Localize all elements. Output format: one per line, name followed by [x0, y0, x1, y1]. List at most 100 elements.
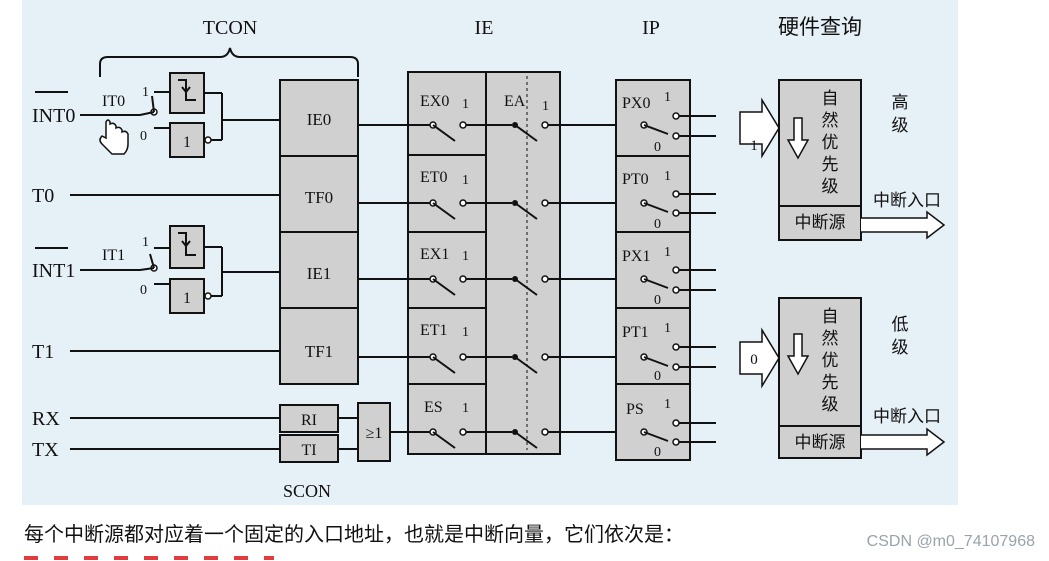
- high-output-arrow: [861, 210, 946, 240]
- low-output-arrow: [861, 427, 946, 457]
- svg-text:级: 级: [892, 338, 909, 357]
- falling-edge-icon: [178, 79, 196, 101]
- svg-text:TI: TI: [301, 442, 316, 459]
- flag-ti: [279, 434, 339, 463]
- svg-text:PT1: PT1: [622, 324, 649, 341]
- svg-text:1: 1: [664, 397, 671, 412]
- input-tx: TX: [32, 439, 59, 461]
- ip-switch-row-0: [640, 112, 716, 140]
- ie-bit-et0: ET0: [420, 169, 448, 186]
- it0-zero: 0: [140, 129, 147, 144]
- svg-text:级: 级: [822, 395, 839, 414]
- ie-switch-row-1: [408, 199, 616, 220]
- low-input-arrow: [739, 327, 780, 389]
- int1-level-one: 1: [183, 290, 191, 307]
- tcon-brace: [99, 47, 359, 77]
- it1-zero: 0: [140, 283, 147, 298]
- svg-text:1: 1: [664, 169, 671, 184]
- ip-switch-row-1: [640, 190, 716, 217]
- svg-text:1: 1: [462, 173, 469, 188]
- ie-bit-ea: EA: [504, 93, 526, 110]
- ie-register-block: [407, 71, 561, 455]
- int1-level-trigger: [169, 278, 205, 314]
- interrupt-system-diagram: TCON IE IP 硬件查询 INT0 T0 INT1 T1 RX TX IT…: [32, 15, 946, 501]
- cropped-red-text-fragment: [24, 556, 274, 560]
- ie-bit-es: ES: [424, 399, 443, 416]
- flag-tf0: [279, 155, 359, 233]
- svg-text:0: 0: [654, 369, 661, 384]
- high-input-arrow: [739, 97, 780, 159]
- svg-text:1: 1: [664, 245, 671, 260]
- ie-switch-row-2: [408, 275, 616, 296]
- svg-text:1: 1: [664, 90, 671, 105]
- input-int0: INT0: [32, 105, 75, 127]
- input-int1: INT1: [32, 260, 75, 282]
- ie-switch-row-4: [408, 428, 616, 449]
- svg-text:级: 级: [822, 177, 839, 196]
- svg-text:自: 自: [822, 307, 839, 326]
- svg-text:IE0: IE0: [307, 110, 332, 129]
- svg-text:TF0: TF0: [305, 188, 333, 207]
- low-arrow-value: 0: [750, 352, 758, 368]
- svg-text:先: 先: [822, 155, 839, 174]
- diagram-panel: TCON IE IP 硬件查询 INT0 T0 INT1 T1 RX TX IT…: [22, 0, 958, 505]
- scon-label: SCON: [283, 481, 331, 501]
- down-arrow-icon: [786, 117, 810, 160]
- svg-text:1: 1: [462, 401, 469, 416]
- high-interrupt-source: 中断源: [795, 213, 846, 232]
- int0-level-one: 1: [183, 134, 191, 151]
- low-entry-label: 中断入口: [873, 407, 941, 426]
- flag-ri: [279, 404, 339, 433]
- hand-cursor-icon: [99, 119, 129, 155]
- svg-text:0: 0: [654, 293, 661, 308]
- input-t0: T0: [32, 185, 54, 207]
- it1-switch-arm: [149, 253, 155, 269]
- svg-text:优: 优: [822, 133, 839, 152]
- ip-switch-row-3: [640, 343, 716, 371]
- ip-switch-row-4: [640, 419, 716, 446]
- int0-level-trigger: [169, 122, 205, 158]
- svg-text:然: 然: [822, 111, 839, 130]
- or-gate: [357, 402, 391, 462]
- flag-ie1: [279, 231, 359, 309]
- svg-text:1: 1: [542, 99, 549, 114]
- ie-label: IE: [475, 17, 494, 39]
- svg-text:0: 0: [654, 445, 661, 460]
- svg-text:自: 自: [822, 89, 839, 108]
- ip-label: IP: [642, 17, 660, 39]
- svg-text:≥1: ≥1: [366, 425, 383, 442]
- it0-switch-arm: [151, 95, 155, 113]
- ie-bit-et1: ET1: [420, 322, 448, 339]
- high-priority-query-box: [778, 79, 862, 241]
- ie-bit-ex1: EX1: [420, 246, 449, 263]
- it1-label: IT1: [102, 247, 125, 264]
- high-entry-label: 中断入口: [873, 191, 941, 210]
- ip-switch-row-2: [640, 266, 716, 294]
- svg-text:0: 0: [654, 217, 661, 232]
- caption-text: 每个中断源都对应着一个固定的入口地址，也就是中断向量，它们依次是：: [24, 522, 684, 546]
- ie-bit-ex0: EX0: [420, 93, 449, 110]
- it0-label: IT0: [102, 93, 125, 110]
- watermark: CSDN @m0_74107968: [866, 533, 1035, 550]
- it0-one: 1: [142, 85, 149, 100]
- svg-text:然: 然: [822, 329, 839, 348]
- input-rx: RX: [32, 408, 60, 430]
- svg-text:0: 0: [654, 140, 661, 155]
- svg-text:PX1: PX1: [622, 248, 650, 265]
- tcon-label: TCON: [203, 17, 257, 39]
- it1-one: 1: [142, 235, 149, 250]
- svg-text:TF1: TF1: [305, 342, 333, 361]
- svg-text:PS: PS: [626, 401, 644, 418]
- svg-text:先: 先: [822, 373, 839, 392]
- svg-text:1: 1: [462, 249, 469, 264]
- svg-text:低: 低: [892, 315, 909, 334]
- falling-edge-icon: [178, 232, 196, 256]
- svg-text:1: 1: [664, 321, 671, 336]
- svg-text:优: 优: [822, 351, 839, 370]
- ie-switch-row-3: [408, 353, 616, 374]
- hw-query-label: 硬件查询: [778, 15, 862, 39]
- svg-text:RI: RI: [301, 412, 317, 429]
- down-arrow-icon: [786, 333, 810, 376]
- svg-text:IE1: IE1: [307, 264, 332, 283]
- svg-text:高: 高: [892, 93, 909, 112]
